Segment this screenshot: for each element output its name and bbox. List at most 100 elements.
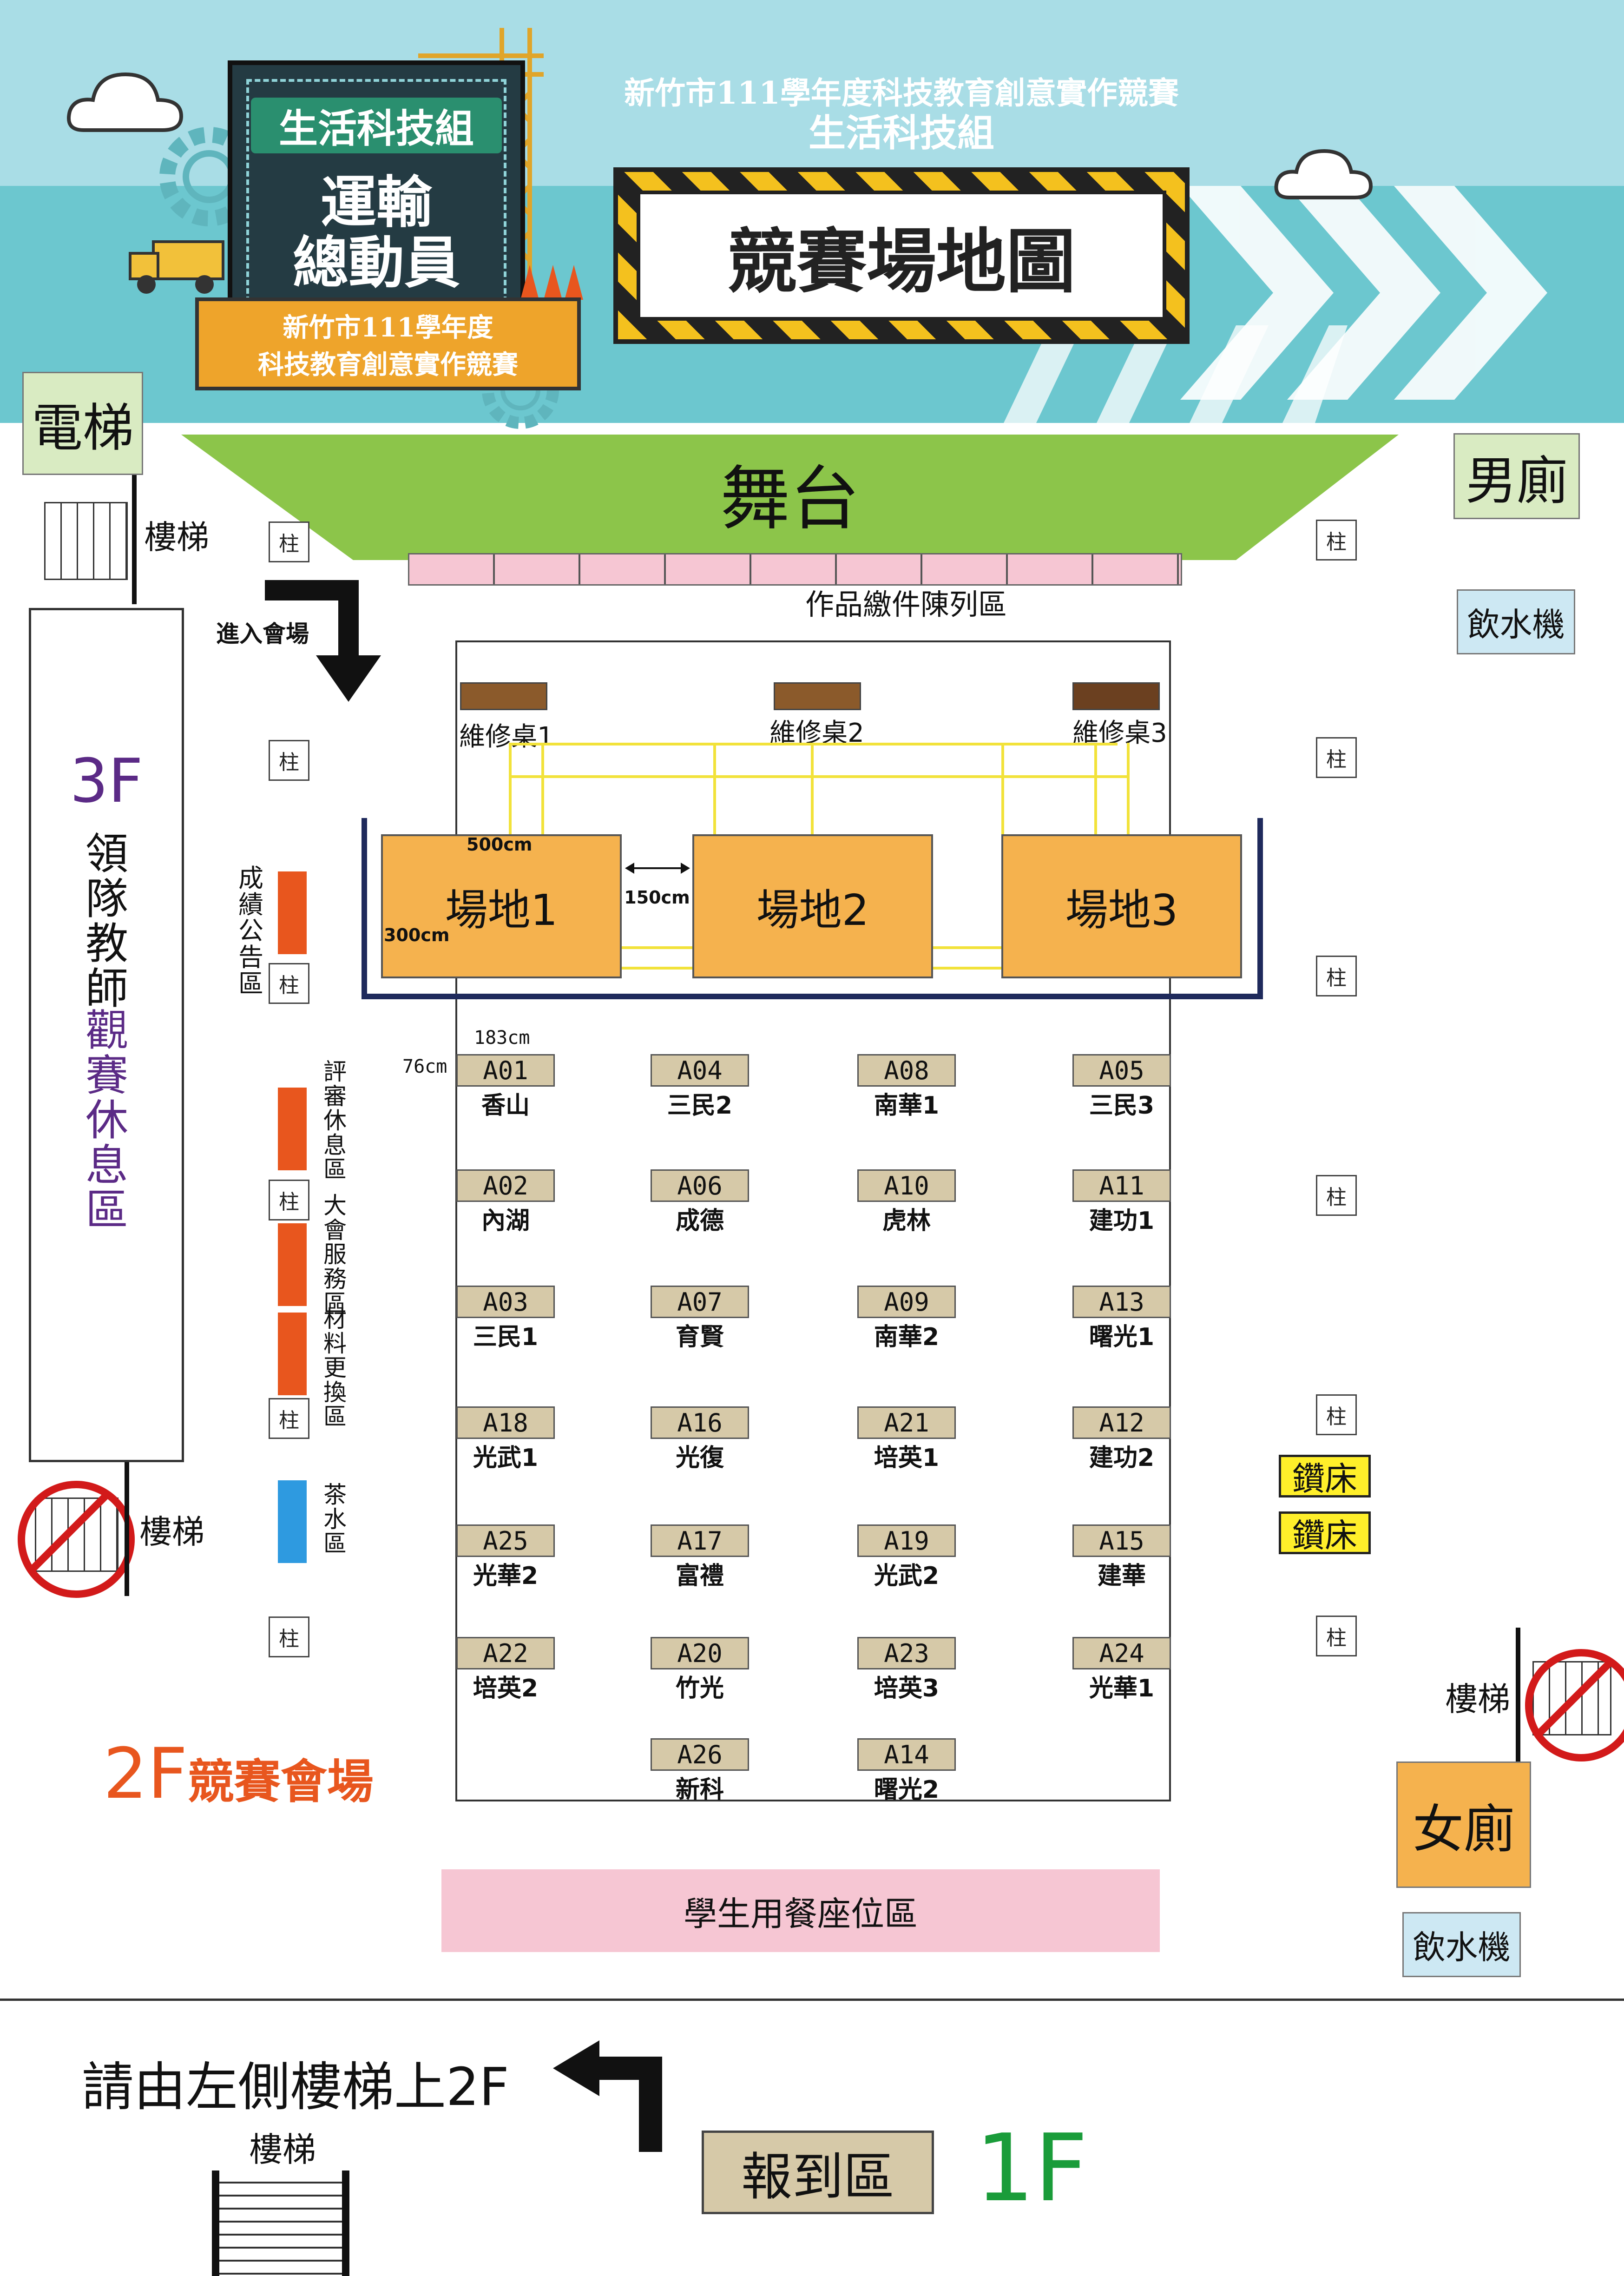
vertical-char: 息 [323, 1131, 347, 1159]
repair-table [774, 682, 861, 710]
floor-2f-number: 2F [103, 1734, 188, 1814]
upstairs-arrow-icon [553, 2040, 662, 2152]
pillar: 柱 [269, 1180, 309, 1220]
booth-school: 光復 [675, 1444, 724, 1472]
repair-table [460, 682, 547, 710]
men-restroom: 男廁 [1453, 433, 1580, 519]
competition-title: 新竹市111學年度科技教育創意實作競賽 [624, 75, 1179, 111]
vertical-char: 大 [323, 1192, 347, 1219]
go-upstairs-text: 請由左側樓梯上2F [82, 2057, 509, 2118]
guide-line [1001, 743, 1004, 836]
booth-school: 光華2 [473, 1562, 539, 1590]
booth-code: A21 [857, 1406, 956, 1439]
stairs-left-bottom-label: 樓梯 [139, 1512, 204, 1551]
guide-line [509, 743, 512, 836]
vertical-char: 更 [323, 1354, 347, 1381]
floor-1f-label: 1F [975, 2114, 1088, 2223]
vertical-char: 區 [85, 1185, 128, 1235]
service-area [278, 1223, 307, 1306]
booth-school: 光華1 [1089, 1674, 1155, 1702]
score-board [278, 871, 307, 954]
booth-width-label: 183cm [474, 1027, 530, 1049]
booth-school: 南華1 [874, 1091, 940, 1120]
booth-school: 富禮 [675, 1562, 724, 1590]
vertical-char: 區 [238, 969, 263, 998]
venue: 場地3 [1001, 834, 1242, 978]
booth-school: 新科 [675, 1775, 724, 1804]
material-label: 材料更換區 [319, 1307, 351, 1446]
vertical-char: 換 [323, 1379, 347, 1406]
vertical-char: 休 [323, 1107, 347, 1134]
floor-divider [0, 1999, 1624, 2001]
chevron-arrows-decoration [1180, 186, 1547, 400]
booth-code: A16 [651, 1406, 749, 1439]
teacher-area [29, 608, 184, 1462]
vertical-char: 區 [323, 1156, 347, 1183]
venue-depth-label: 300cm [384, 925, 450, 945]
booth-code: A03 [456, 1286, 555, 1318]
booth-code: A20 [651, 1637, 749, 1669]
booth-school: 光武1 [473, 1444, 539, 1472]
booth-code: A19 [857, 1524, 956, 1557]
checkin-area: 報到區 [702, 2131, 934, 2214]
booth-code: A24 [1072, 1637, 1171, 1669]
pillar: 柱 [269, 1398, 309, 1439]
booth-code: A15 [1072, 1524, 1171, 1557]
vertical-char: 領 [85, 829, 128, 879]
water-dispenser: 飲水機 [1402, 1912, 1521, 1977]
vertical-char: 茶 [323, 1481, 347, 1508]
pillar: 柱 [269, 521, 309, 562]
stripes-decoration [1004, 325, 1348, 423]
pillar: 柱 [1316, 1175, 1357, 1216]
floor-3f-label: 3F [70, 745, 143, 816]
booth-school: 培英2 [473, 1674, 539, 1702]
no-entry-icon [18, 1481, 135, 1598]
wall-line [1516, 1628, 1520, 1761]
badge-theme-line1: 運輸 [321, 170, 432, 235]
venue: 場地1 [381, 834, 622, 978]
guide-line [541, 743, 544, 836]
stairs-1f [212, 2170, 349, 2276]
booth-school: 育賢 [675, 1323, 724, 1351]
booth-school: 內湖 [481, 1207, 530, 1235]
vertical-char: 教 [85, 919, 128, 969]
booth-school: 三民3 [1089, 1091, 1155, 1120]
pillar: 柱 [1316, 1394, 1357, 1435]
competition-subtitle: 生活科技組 [809, 111, 994, 155]
vertical-char: 成 [238, 864, 263, 893]
booth-school: 光武2 [874, 1562, 940, 1590]
booth-code: A06 [651, 1169, 749, 1202]
teacher-area-label-b: 觀賽休息區 [74, 1008, 139, 1241]
floor-2f-label: 2F 競賽會場 [103, 1734, 456, 1814]
material-area [278, 1313, 307, 1395]
vertical-char: 料 [323, 1330, 347, 1357]
booth-school: 香山 [481, 1091, 530, 1120]
booth-school: 南華2 [874, 1323, 940, 1351]
booth-school: 三民2 [667, 1091, 733, 1120]
stairs-right-label: 樓梯 [1445, 1680, 1510, 1718]
vertical-char: 績 [238, 890, 263, 919]
booth-school: 竹光 [675, 1674, 724, 1702]
pillar: 柱 [269, 740, 309, 781]
guide-line [713, 743, 716, 836]
vertical-char: 評 [323, 1058, 347, 1085]
vertical-char: 水 [323, 1505, 347, 1533]
guide-line [811, 743, 814, 836]
booth-code: A01 [456, 1054, 555, 1087]
tea-label: 茶水區 [319, 1483, 351, 1576]
tea-area [278, 1480, 307, 1563]
booth-code: A25 [456, 1524, 555, 1557]
service-label: 大會服務區 [319, 1194, 351, 1333]
vertical-char: 材 [323, 1306, 347, 1333]
guide-line [1127, 743, 1130, 836]
booth-code: A23 [857, 1637, 956, 1669]
vertical-char: 審 [323, 1082, 347, 1110]
booth-code: A14 [857, 1738, 956, 1771]
dining-area: 學生用餐座位區 [441, 1869, 1160, 1952]
booth-code: A22 [456, 1637, 555, 1669]
teacher-area-label-a: 領隊教師 [74, 829, 139, 1018]
cloud-icon [67, 72, 184, 132]
booth-school: 三民1 [473, 1323, 539, 1351]
guide-line [932, 946, 1006, 949]
